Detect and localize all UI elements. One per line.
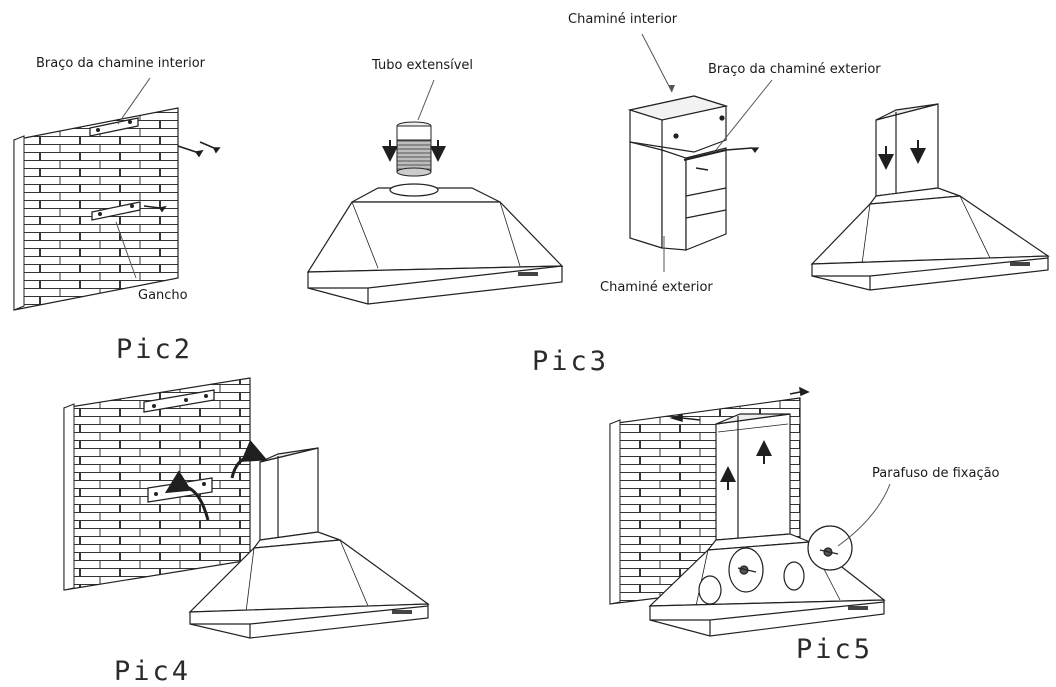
fixing-screw-detail-4 [783,561,805,591]
label-extensible-tube: Tubo extensível [372,58,474,73]
pic2-figure [13,77,221,311]
pic4-figure [63,377,430,639]
pic4-upper-bracket [143,389,215,413]
pic2-screws [143,141,221,213]
caption-pic2: Pic2 [116,334,194,365]
outer-chimney-cover [629,141,663,249]
label-fixing-screw: Parafuso de fixação [872,466,1000,481]
extensible-tube [382,121,446,177]
label-inner-chimney: Chaminé interior [568,12,678,27]
pic5-leader [837,483,891,547]
label-outer-chimney-arm: Braço da chaminé exterior [708,62,881,77]
caption-pic3: Pic3 [532,346,610,377]
label-hook: Gancho [138,288,188,303]
pic5-screw-callouts [698,525,853,605]
pic2-leader-arm [117,77,151,125]
pic2-leader-hook [115,221,137,279]
pic4-hang-arrow-right [230,439,268,479]
pic3-hood [306,183,564,305]
pic2-wall [13,107,179,311]
pic4-hang-arrow-left [164,470,210,521]
pic5-figure [609,386,891,637]
pic4-hood [188,447,430,639]
label-outer-chimney: Chaminé exterior [600,280,713,295]
fixing-screw-detail-3 [698,575,722,605]
label-inner-chimney-arm: Braço da chamine interior [36,56,206,71]
pic2-hook-bracket [91,201,141,221]
pic3-leader-tube [417,79,435,121]
pic3-hood-chimney-figure [810,103,1050,291]
caption-pic4: Pic4 [114,656,192,687]
pic2-wall-edge [13,135,25,311]
pic2-upper-bracket [89,117,139,137]
caption-pic5: Pic5 [796,634,874,665]
pic3-hood-tube-figure [306,79,564,305]
pic3-chimney-figure [627,33,773,272]
